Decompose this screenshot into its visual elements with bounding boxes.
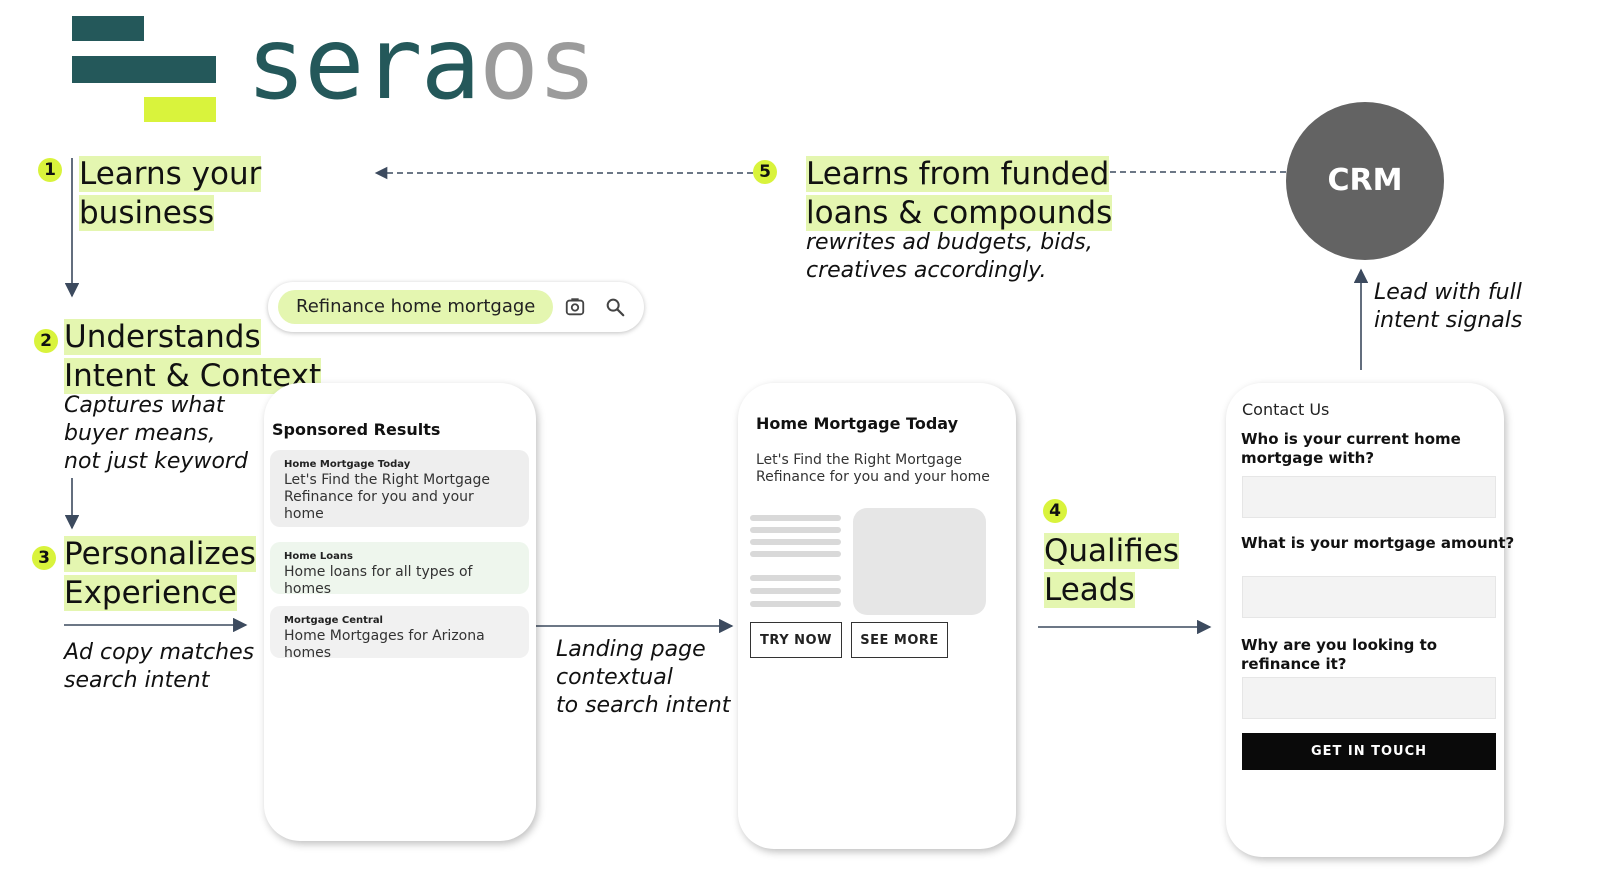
logo-bar-middle (72, 56, 216, 83)
ad-source: Home Mortgage Today (284, 459, 411, 470)
see-more-button[interactable]: SEE MORE (851, 622, 948, 658)
search-icon[interactable] (604, 296, 626, 318)
step-3-title-line-1: Personalizes (64, 536, 256, 572)
phone-landing-page (738, 383, 1016, 849)
contact-title: Contact Us (1242, 400, 1330, 419)
sponsored-ad-3[interactable]: Mortgage Central Home Mortgages for Ariz… (270, 606, 529, 661)
crm-note-line-2: intent signals (1374, 308, 1523, 333)
step-5-desc-line-1: rewrites ad budgets, bids, (806, 230, 1093, 255)
step-3-badge: 3 (32, 546, 56, 570)
current-lender-input[interactable] (1242, 476, 1496, 518)
step-5-title-line-1: Learns from funded (806, 156, 1110, 192)
step-5-desc-line-2: creatives accordingly. (806, 258, 1047, 283)
crm-note: Lead with full intent signals (1374, 279, 1522, 335)
step-3-desc-line-1: Ad copy matches (64, 640, 255, 665)
step-4-badge: 4 (1043, 499, 1067, 523)
landing-note: Landing page contextual to search intent (556, 636, 730, 720)
sponsored-results-title: Sponsored Results (272, 420, 441, 439)
step-3-desc-line-2: search intent (64, 668, 210, 693)
logo-wordmark-sera: sera (246, 5, 481, 122)
step-4-title-line-1: Qualifies (1044, 533, 1180, 569)
step-2-desc-line-3: not just keyword (64, 449, 248, 474)
landing-note-line-1: Landing page (556, 637, 706, 662)
step-5-badge: 5 (753, 160, 777, 184)
try-now-button[interactable]: TRY NOW (750, 622, 842, 658)
ad-text: Let's Find the Right Mortgage Refinance … (284, 472, 490, 522)
placeholder-line (750, 551, 841, 557)
step-4-title-line-2: Leads (1044, 572, 1135, 608)
ad-source: Mortgage Central (284, 615, 383, 626)
ad-text: Home Mortgages for Arizona homes (284, 628, 485, 661)
sponsored-ad-2[interactable]: Home Loans Home loans for all types of h… (270, 542, 529, 597)
placeholder-line (750, 515, 841, 521)
landing-title: Home Mortgage Today (756, 414, 959, 433)
step-2-badge: 2 (34, 329, 58, 353)
question-1-line-1: Who is your current home (1241, 430, 1461, 448)
step-4-title: Qualifies Leads (1044, 532, 1180, 610)
sponsored-ad-1[interactable]: Home Mortgage Today Let's Find the Right… (270, 450, 529, 527)
logo-bar-top (72, 16, 144, 41)
logo-wordmark: seraos (246, 4, 597, 124)
placeholder-line (750, 527, 841, 533)
step-3-title: Personalizes Experience (64, 535, 256, 613)
question-1-line-2: mortgage with? (1241, 449, 1375, 467)
landing-text-line-1: Let's Find the Right Mortgage (756, 452, 962, 468)
logo-wordmark-os: os (478, 5, 597, 122)
question-refinance-reason: Why are you looking to refinance it? (1241, 636, 1437, 674)
search-query-pill[interactable]: Refinance home mortgage (278, 290, 554, 324)
step-1-title: Learns your business (79, 155, 262, 233)
step-5-title: Learns from funded loans & compounds (806, 155, 1113, 233)
step-1-title-line-1: Learns your (79, 156, 262, 192)
question-mortgage-amount: What is your mortgage amount? (1241, 534, 1515, 552)
placeholder-line (750, 575, 841, 581)
ad-text: Home loans for all types of homes (284, 564, 473, 597)
lens-camera-icon[interactable] (564, 296, 586, 318)
refinance-reason-input[interactable] (1242, 677, 1496, 719)
step-2-title-line-1: Understands (64, 319, 261, 355)
crm-circle: CRM (1286, 102, 1444, 260)
question-current-lender: Who is your current home mortgage with? (1241, 430, 1461, 468)
question-3-line-2: refinance it? (1241, 655, 1347, 673)
landing-text-line-2: Refinance for you and your home (756, 469, 990, 485)
step-3-title-line-2: Experience (64, 575, 237, 611)
get-in-touch-button[interactable]: GET IN TOUCH (1242, 733, 1496, 770)
placeholder-line (750, 539, 841, 545)
logo-bar-bottom (144, 97, 216, 122)
mortgage-amount-input[interactable] (1242, 576, 1496, 618)
step-1-title-line-2: business (79, 195, 215, 231)
step-3-description: Ad copy matches search intent (64, 639, 254, 695)
question-3-line-1: Why are you looking to (1241, 636, 1438, 654)
step-2-desc-line-2: buyer means, (64, 421, 216, 446)
landing-note-line-2: contextual (556, 665, 673, 690)
search-bar[interactable]: Refinance home mortgage (268, 282, 644, 332)
step-5-title-line-2: loans & compounds (806, 195, 1113, 231)
landing-text: Let's Find the Right Mortgage Refinance … (756, 452, 990, 486)
landing-note-line-3: to search intent (556, 693, 731, 718)
step-2-title-line-2: Intent & Context (64, 358, 322, 394)
step-5-description: rewrites ad budgets, bids, creatives acc… (806, 229, 1093, 285)
phone-contact-form (1226, 383, 1504, 857)
placeholder-line (750, 601, 841, 607)
step-2-title: Understands Intent & Context (64, 318, 322, 396)
ad-source: Home Loans (284, 551, 353, 562)
step-2-description: Captures what buyer means, not just keyw… (64, 392, 248, 476)
image-placeholder (853, 508, 986, 615)
step-2-desc-line-1: Captures what (64, 393, 225, 418)
crm-note-line-1: Lead with full (1374, 280, 1522, 305)
step-1-badge: 1 (38, 158, 62, 182)
placeholder-line (750, 588, 841, 594)
